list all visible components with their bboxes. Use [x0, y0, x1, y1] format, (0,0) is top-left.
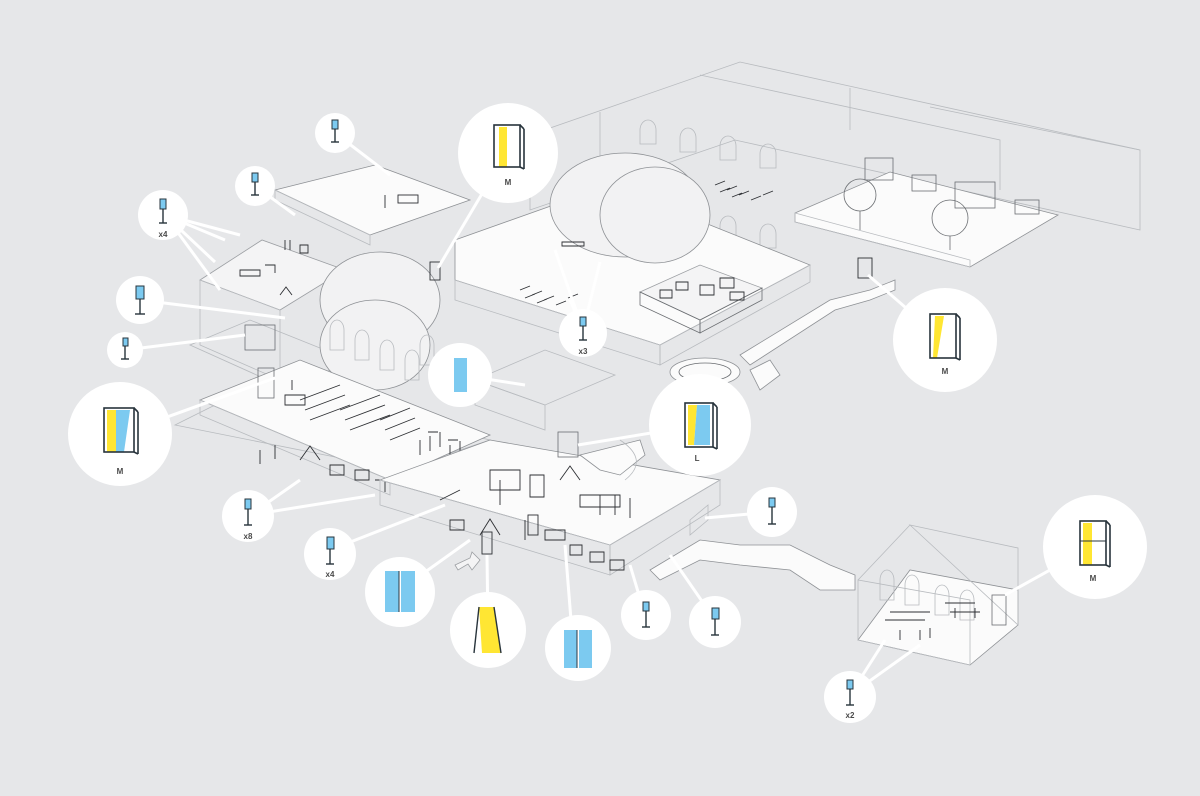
upper-left-floor — [273, 164, 472, 246]
cabinet-frame-icon — [1079, 520, 1111, 568]
callout-label: x2 — [846, 711, 855, 720]
main-exhibition-floor — [198, 359, 492, 496]
display-stand-icon — [159, 198, 167, 224]
display-stand-icon — [121, 337, 129, 360]
cabinet-frame-icon — [684, 402, 718, 450]
display-stand-icon — [768, 497, 776, 525]
callouts: x4 M — [68, 103, 1147, 723]
callout-stand-left-2 — [116, 276, 164, 324]
callout-stand-x2: x2 — [824, 671, 876, 723]
a-frame-sign-icon — [473, 606, 502, 654]
cabinet-frame-icon — [493, 124, 525, 170]
double-panel-icon — [564, 630, 592, 668]
callout-cabinet-l: L — [649, 374, 751, 476]
callout-stand-left-3 — [107, 332, 143, 368]
callout-cabinet-m-far-right: M — [1043, 495, 1147, 599]
callout-cabinet-m-right: M — [893, 288, 997, 392]
upper-right-terrace — [794, 157, 1060, 268]
cabinet-frame-icon — [103, 407, 139, 455]
display-stand-icon — [251, 172, 259, 196]
callout-label: x4 — [326, 570, 335, 579]
callout-double-panel-2 — [545, 615, 611, 681]
central-hall-floor — [454, 152, 811, 366]
callout-stand-right — [747, 487, 797, 537]
display-stand-icon — [135, 285, 145, 315]
double-panel-icon — [385, 571, 415, 612]
callout-label: x8 — [244, 532, 253, 541]
callout-stand-x8: x8 — [222, 490, 274, 542]
callout-label: x4 — [159, 230, 168, 239]
callout-label: x3 — [579, 347, 588, 356]
callout-panel-blue-center — [428, 343, 492, 407]
cabinet-frame-icon — [929, 313, 961, 361]
callout-cabinet-m-top: M — [458, 103, 558, 203]
display-stand-icon — [326, 536, 335, 565]
callout-cabinet-m-left: M — [68, 382, 172, 486]
callout-label: M — [505, 178, 512, 187]
blue-panel-icon — [454, 358, 467, 392]
display-stand-icon — [711, 607, 720, 636]
callout-stand-bottom-2 — [689, 596, 741, 648]
callout-stand-top-left — [315, 113, 355, 153]
display-stand-icon — [642, 601, 650, 628]
left-wing — [173, 239, 492, 471]
callout-label: M — [117, 467, 124, 476]
display-stand-icon — [331, 119, 339, 143]
callout-double-panel-1 — [365, 557, 435, 627]
scene-frames — [429, 257, 873, 555]
callout-stand-x4-left: x4 — [138, 190, 188, 240]
back-wall — [529, 61, 1141, 249]
lower-center-floor — [378, 349, 722, 576]
callout-label: L — [695, 454, 700, 463]
display-stand-icon — [244, 498, 252, 526]
lower-right-room — [857, 524, 1019, 666]
callout-stand-left-1 — [235, 166, 275, 206]
display-stand-icon — [579, 316, 587, 341]
building-scene — [173, 61, 1141, 666]
callout-stand-bottom-1 — [621, 590, 671, 640]
callout-stand-x4-bottom: x4 — [304, 528, 356, 580]
callout-label: M — [942, 367, 949, 376]
callout-a-frame-yellow — [450, 592, 526, 668]
display-stand-icon — [846, 679, 854, 706]
callout-stand-x3-center: x3 — [559, 309, 607, 357]
callout-label: M — [1090, 574, 1097, 583]
